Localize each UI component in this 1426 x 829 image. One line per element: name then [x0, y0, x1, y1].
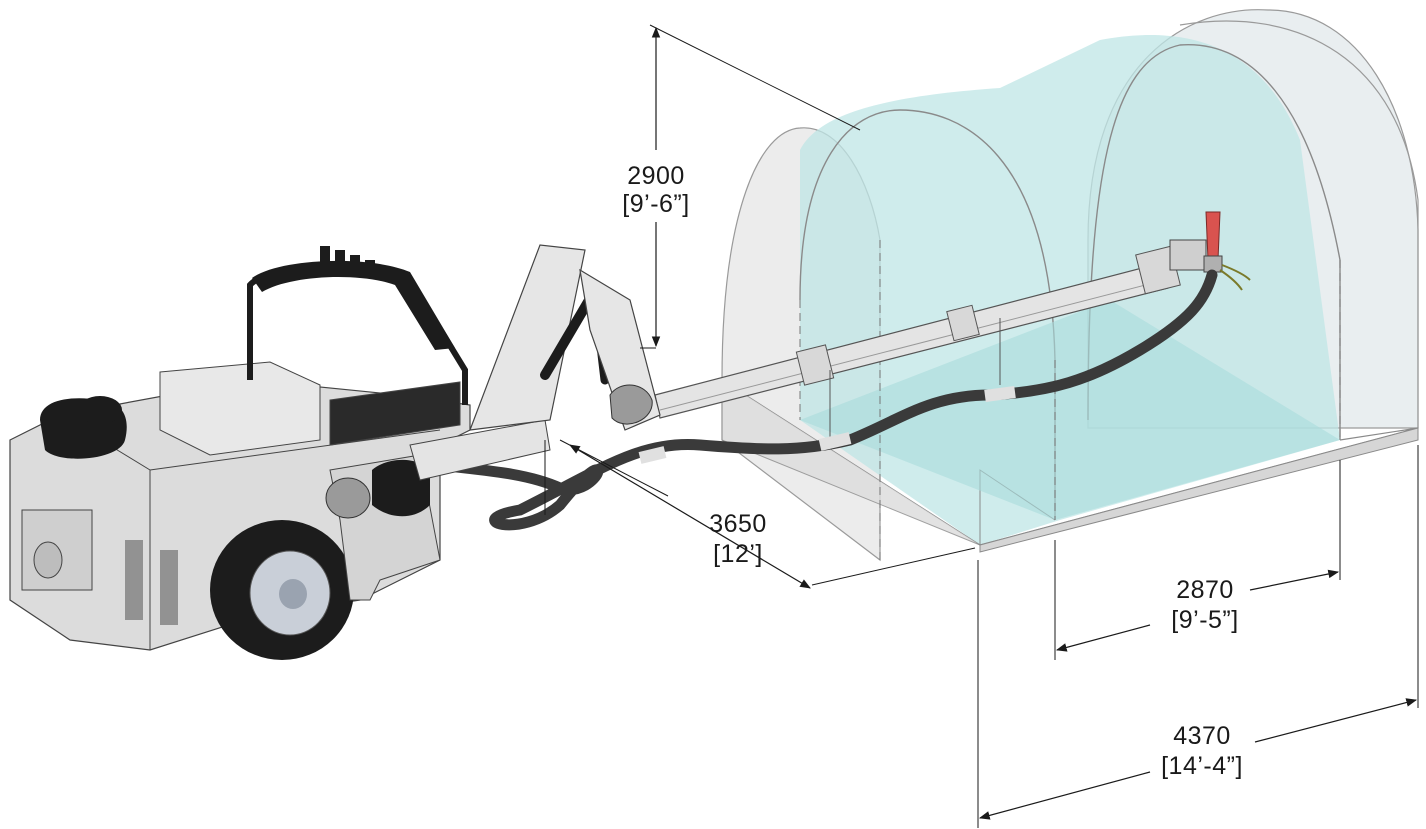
- min-width-imperial-label: [9’-5”]: [1171, 606, 1238, 634]
- max-width-imperial-label: [14’-4”]: [1161, 752, 1243, 780]
- max-width-metric-label: 4370: [1173, 722, 1231, 750]
- dimension-min-width: 2870 [9’-5”]: [1054, 460, 1341, 660]
- height-imperial-label: [9’-6”]: [622, 190, 689, 218]
- min-width-metric-label: 2870: [1176, 576, 1234, 604]
- tunnel-profile-icon: [721, 9, 1419, 562]
- reach-metric-label: 3650: [709, 510, 767, 538]
- spray-nozzle-icon: [1203, 211, 1251, 291]
- telescopic-boom: [654, 211, 1251, 445]
- height-metric-label: 2900: [627, 162, 685, 190]
- dimension-height: 2900 [9’-6”]: [622, 24, 861, 349]
- dimension-max-width: 4370 [14’-4”]: [977, 445, 1419, 828]
- reach-imperial-label: [12’]: [713, 540, 763, 568]
- shotcrete-sprayer-icon: [9, 244, 661, 660]
- dimension-reach: 3650 [12’]: [544, 439, 976, 589]
